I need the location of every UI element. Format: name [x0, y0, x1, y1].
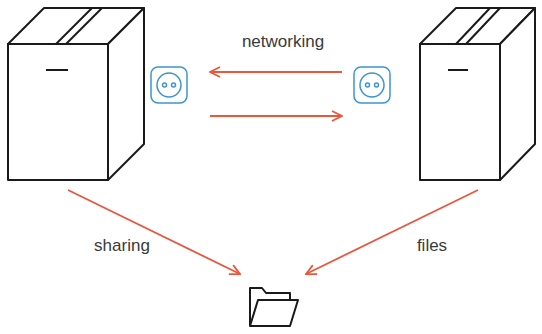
arrow-label: networking — [242, 32, 324, 52]
box-illustration — [8, 8, 144, 180]
folder-icon — [250, 288, 298, 326]
arrow-label: sharing — [94, 236, 150, 256]
socket-icon — [354, 67, 390, 103]
socket-icon — [151, 67, 187, 103]
arrow-label: files — [417, 236, 447, 256]
box-illustration — [420, 8, 535, 180]
arrow — [68, 72, 478, 274]
